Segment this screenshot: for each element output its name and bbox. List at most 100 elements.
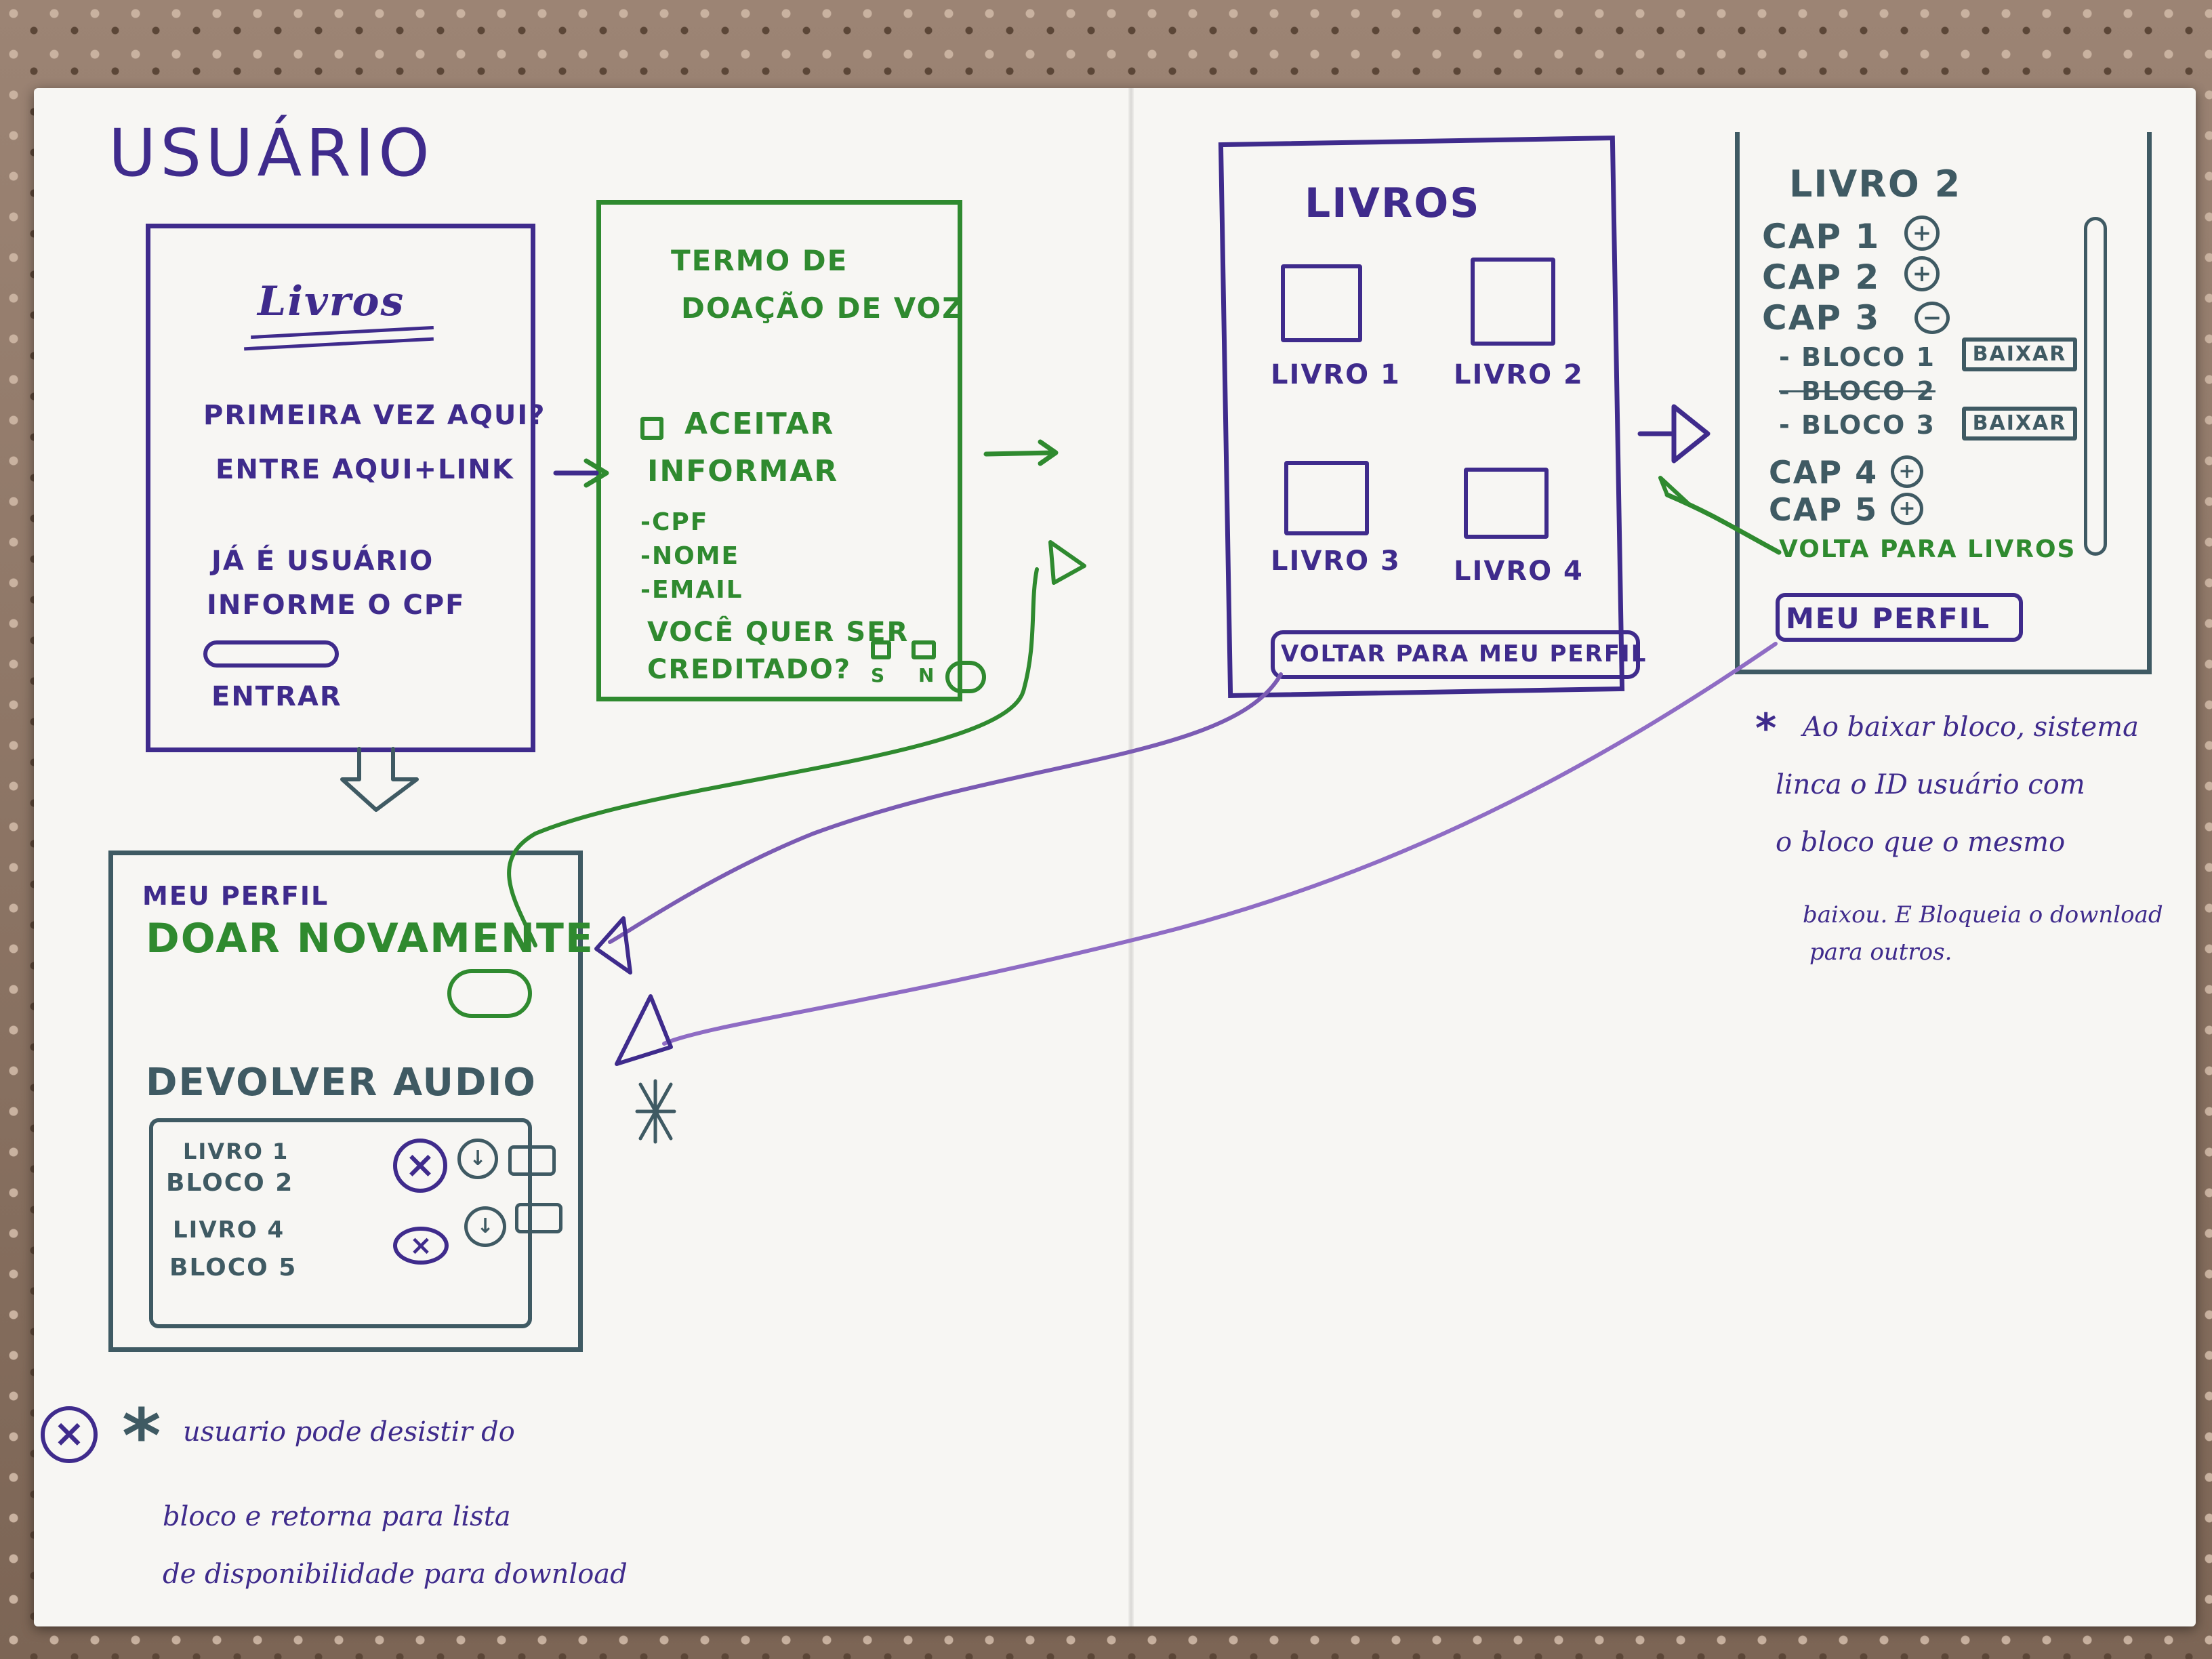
credit-question-line1: VOCÊ QUER SER: [647, 617, 909, 648]
book-cover-1[interactable]: [1281, 264, 1362, 342]
return-item-2-line2: BLOCO 5: [169, 1254, 298, 1282]
terms-heading-line1: TERMO DE: [671, 244, 848, 277]
my-profile-label: MEU PERFIL: [1786, 602, 1991, 635]
scribble-star: [635, 1079, 676, 1144]
arrow-books-to-profile-head: [594, 916, 632, 975]
inform-label: INFORMAR: [647, 454, 839, 489]
inform-cpf-label: INFORME O CPF: [207, 590, 466, 621]
my-profile-button[interactable]: [1776, 593, 2023, 642]
chapter-2[interactable]: CAP 2: [1762, 258, 1881, 297]
desist-note-line-1: usuario pode desistir do: [183, 1416, 515, 1448]
book-detail-frame: [1735, 132, 2152, 674]
arrow-donate-to-terms-head: [1048, 540, 1086, 585]
accept-label: ACEITAR: [684, 407, 835, 441]
block-2: - BLOCO 2: [1779, 376, 1936, 406]
block-note-line-5: para outros.: [1809, 939, 1952, 966]
item-1-action-icon[interactable]: [508, 1145, 556, 1176]
back-to-profile-button[interactable]: [1271, 630, 1640, 679]
enter-button[interactable]: ENTRAR: [211, 681, 342, 712]
chapter-3-toggle-icon[interactable]: −: [1914, 302, 1950, 334]
arrow-donate-to-terms: [507, 567, 1039, 947]
donate-again-label: DOAR NOVAMENTE: [146, 915, 594, 962]
desist-note-remove-icon: ×: [41, 1406, 98, 1463]
item-2-action-icon[interactable]: [515, 1203, 562, 1233]
item-2-remove-icon[interactable]: ×: [393, 1227, 449, 1265]
arrow-login-down: [340, 747, 419, 812]
accept-checkbox[interactable]: [640, 417, 663, 440]
field-cpf[interactable]: -CPF: [640, 508, 709, 536]
chapter-1-toggle-icon[interactable]: +: [1904, 216, 1940, 251]
block-note-line-2: linca o ID usuário com: [1776, 769, 2085, 800]
login-screen-frame: [146, 224, 535, 752]
book-cover-3[interactable]: [1284, 461, 1369, 535]
back-to-books-link[interactable]: VOLTA PARA LIVROS: [1779, 535, 2076, 563]
arrow-books-to-profile: [608, 672, 1283, 944]
login-logo: Livros: [258, 278, 405, 325]
block-note-asterisk: *: [1755, 705, 1778, 752]
first-time-label: PRIMEIRA VEZ AQUI?: [203, 400, 546, 431]
book-cover-4[interactable]: [1464, 468, 1549, 539]
chapter-5-toggle-icon[interactable]: +: [1891, 493, 1923, 525]
enter-here-link[interactable]: ENTRE AQUI+LINK: [216, 454, 514, 485]
return-item-1-line2: BLOCO 2: [166, 1169, 294, 1197]
terms-screen-frame: [596, 200, 962, 701]
desist-note-asterisk: *: [122, 1393, 161, 1479]
chapter-2-toggle-icon[interactable]: +: [1904, 256, 1940, 291]
credit-yes-label: S: [871, 664, 886, 687]
arrow-terms-out-head: [1038, 439, 1059, 466]
chapter-1[interactable]: CAP 1: [1762, 217, 1881, 256]
block-3-download-button[interactable]: BAIXAR: [1962, 407, 2077, 441]
book-label-3[interactable]: LIVRO 3: [1271, 546, 1401, 577]
sketch-paper: [34, 88, 2196, 1626]
item-1-remove-icon[interactable]: ×: [393, 1139, 447, 1193]
desist-note-line-3: de disponibilidade para download: [163, 1559, 628, 1590]
desist-note-line-2: bloco e retorna para lista: [163, 1501, 511, 1532]
profile-heading: MEU PERFIL: [142, 881, 329, 911]
block-3: - BLOCO 3: [1779, 410, 1936, 440]
field-nome[interactable]: -NOME: [640, 542, 740, 570]
back-to-profile-label: VOLTAR PARA MEU PERFIL: [1281, 640, 1647, 668]
book-label-2[interactable]: LIVRO 2: [1454, 359, 1584, 390]
cpf-input[interactable]: [203, 640, 339, 668]
book-detail-heading: LIVRO 2: [1789, 163, 1962, 205]
arrow-detail-to-books-head: [1658, 476, 1689, 505]
chapter-4[interactable]: CAP 4: [1769, 454, 1879, 491]
arrow-login-to-terms-head: [583, 458, 609, 488]
arrow-terms-out: [983, 450, 1057, 457]
book-cover-2[interactable]: [1471, 258, 1555, 346]
field-email[interactable]: -EMAIL: [640, 576, 743, 604]
item-1-download-icon[interactable]: ↓: [457, 1139, 498, 1179]
books-heading: LIVROS: [1305, 180, 1481, 227]
chapter-5[interactable]: CAP 5: [1769, 491, 1879, 528]
terms-next-button[interactable]: [945, 661, 986, 693]
terms-heading-line2: DOAÇÃO DE VOZ: [681, 291, 964, 325]
arrow-books-to-detail: [1637, 404, 1711, 464]
credit-question-line2: CREDITADO?: [647, 654, 852, 685]
credit-no-label: N: [918, 664, 936, 687]
arrow-detail-to-profile: [662, 642, 1778, 1046]
book-label-4[interactable]: LIVRO 4: [1454, 556, 1584, 587]
chapter-3[interactable]: CAP 3: [1762, 298, 1881, 337]
credit-yes-checkbox[interactable]: [871, 640, 891, 659]
return-item-1-line1: LIVRO 1: [183, 1139, 289, 1164]
block-note-line-1: Ao baixar bloco, sistema: [1803, 712, 2139, 743]
profile-screen-frame: [108, 851, 583, 1352]
donate-again-button[interactable]: [447, 969, 532, 1018]
block-note-line-4: baixou. E Bloqueia o download: [1803, 901, 2163, 928]
return-item-2-line1: LIVRO 4: [173, 1216, 285, 1244]
credit-no-checkbox[interactable]: [912, 640, 936, 659]
chapter-4-toggle-icon[interactable]: +: [1891, 455, 1923, 488]
arrow-detail-to-profile-head: [615, 994, 673, 1066]
page-title: USUÁRIO: [108, 115, 434, 191]
detail-scrollbar[interactable]: [2084, 217, 2107, 556]
block-1: - BLOCO 1: [1779, 342, 1936, 372]
return-audio-list: [149, 1118, 532, 1328]
block-note-line-3: o bloco que o mesmo: [1776, 827, 2066, 858]
book-label-1[interactable]: LIVRO 1: [1271, 359, 1401, 390]
already-user-label: JÁ É USUÁRIO: [211, 546, 434, 577]
block-1-download-button[interactable]: BAIXAR: [1962, 337, 2077, 371]
item-2-download-icon[interactable]: ↓: [464, 1206, 506, 1247]
paper-fold: [1128, 88, 1134, 1626]
return-audio-label: DEVOLVER AUDIO: [146, 1061, 537, 1105]
